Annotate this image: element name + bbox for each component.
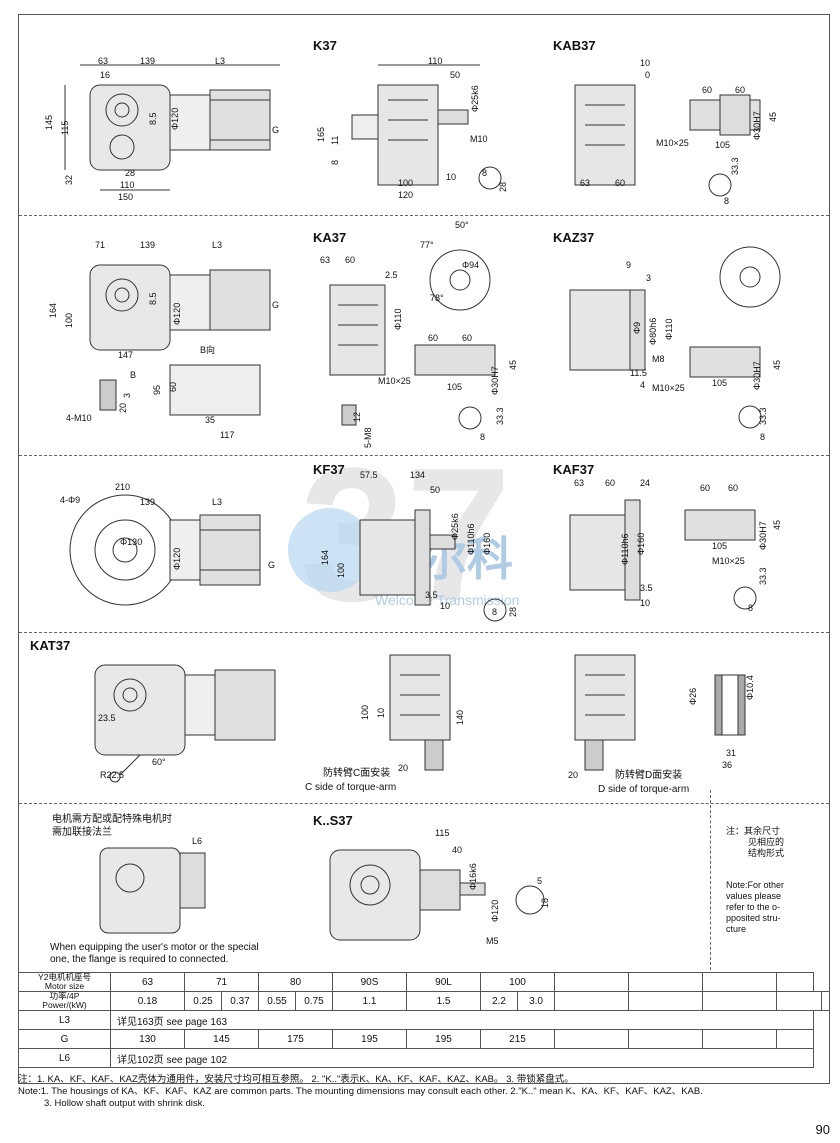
flange-note-zh-1: 电机需方配或配特殊电机时 [52, 814, 172, 825]
label-k37: K37 [313, 38, 337, 53]
ka37-front-drawing [329, 249, 496, 430]
kaf37-drawing [569, 499, 757, 610]
footnotes: 注：1. KA、KF、KAF、KAZ壳体为通用件，安装尺寸均可相互参照。 2. … [18, 1074, 703, 1109]
power-row: 功率/4P Power/(kW) 0.18 0.25 0.37 0.55 0.7… [18, 991, 830, 1011]
flange-drawing [99, 847, 206, 934]
side-note-en: Note:For other values please refer to th… [726, 880, 785, 934]
flange-note-en-1: When equipping the user's motor or the s… [50, 942, 259, 953]
flange-note-en-2: one, the flange is required to connected… [50, 954, 229, 965]
d-side-caption-en: D side of torque-arm [598, 784, 690, 795]
drawing-sheet [18, 14, 830, 1084]
label-kf37: KF37 [313, 462, 345, 477]
ka37-side-drawing [89, 264, 271, 416]
kat37-side-drawing [94, 664, 276, 783]
label-kaz37: KAZ37 [553, 230, 595, 245]
kaz37-drawing [569, 246, 781, 429]
label-kat37: KAT37 [30, 638, 71, 653]
k37-side-drawing [64, 64, 280, 191]
page-number: 90 [815, 1122, 830, 1137]
power-header: 功率/4P Power/(kW) [18, 991, 111, 1011]
side-note-zh: 注：其余尺寸 见相应的 结构形式 [726, 826, 785, 858]
c-side-caption-zh: 防转臂C面安装 [323, 768, 391, 779]
side-note-box [710, 790, 831, 970]
kf37-front-drawing [359, 509, 507, 622]
b-label: B [130, 370, 137, 380]
kat37-d-side-drawing [574, 654, 636, 771]
motor-size-header: Y2电机机座号 Motor size [18, 972, 111, 992]
c-side-caption-en: C side of torque-arm [305, 782, 397, 793]
motor-size-row: Y2电机机座号 Motor size 63 71 80 90S 90L 100 [18, 972, 830, 992]
kat37-bushing-drawing [714, 674, 746, 736]
l6-row: L6 详见102页 see page 102 [18, 1048, 830, 1068]
flange-note-zh-2: 需加联接法兰 [52, 827, 112, 838]
section-divider [19, 455, 829, 456]
label-ks37: K..S37 [313, 813, 353, 828]
ks37-drawing [329, 849, 545, 941]
kf37-side-drawing [69, 494, 261, 606]
spec-table: Y2电机机座号 Motor size 63 71 80 90S 90L 100 … [18, 972, 830, 1068]
label-ka37: KA37 [313, 230, 347, 245]
k37-front-drawing [351, 64, 502, 190]
kat37-c-side-drawing [389, 654, 451, 771]
d-side-caption-zh: 防转臂D面安装 [615, 770, 683, 781]
section-divider [19, 215, 829, 216]
l3-row: L3 详见163页 see page 163 [18, 1010, 830, 1030]
kab37-drawing [574, 84, 761, 197]
label-kab37: KAB37 [553, 38, 596, 53]
label-kaf37: KAF37 [553, 462, 595, 477]
g-row: G 130 145 175 195 195 215 [18, 1029, 830, 1049]
b-view-label: B向 [200, 345, 216, 355]
section-divider [19, 632, 829, 633]
section-divider [19, 803, 829, 804]
watermark-sub: Welcome Transmission [375, 592, 519, 608]
